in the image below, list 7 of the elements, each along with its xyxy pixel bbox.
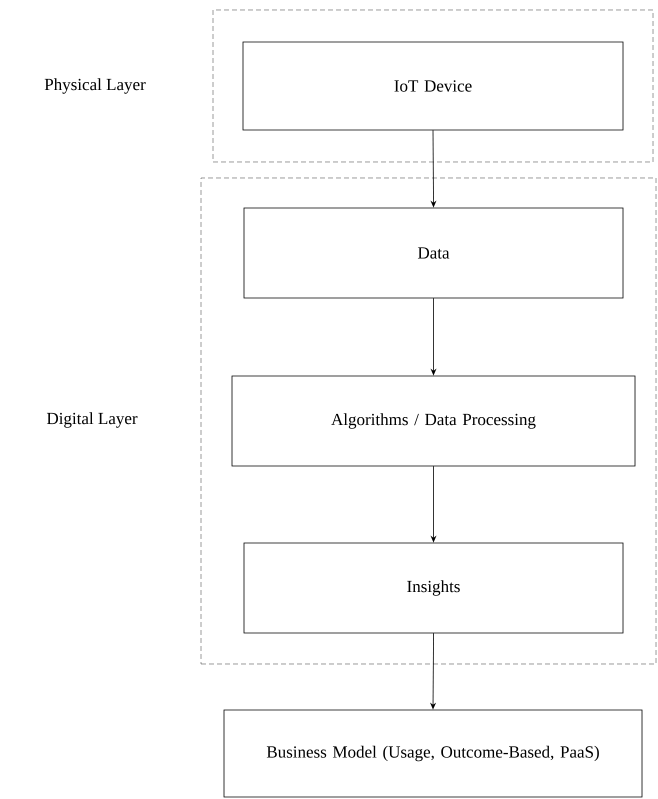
- process-box: Business Model (Usage, Outcome-Based, PaaS): [224, 710, 642, 798]
- process-box: Algorithms / Data Processing: [232, 376, 636, 466]
- process-box: Insights: [244, 542, 624, 634]
- process-box: Data: [244, 208, 624, 298]
- layer-label: Physical Layer: [44, 78, 146, 94]
- layer-label: Digital Layer: [46, 412, 138, 428]
- process-box: IoT Device: [242, 42, 624, 130]
